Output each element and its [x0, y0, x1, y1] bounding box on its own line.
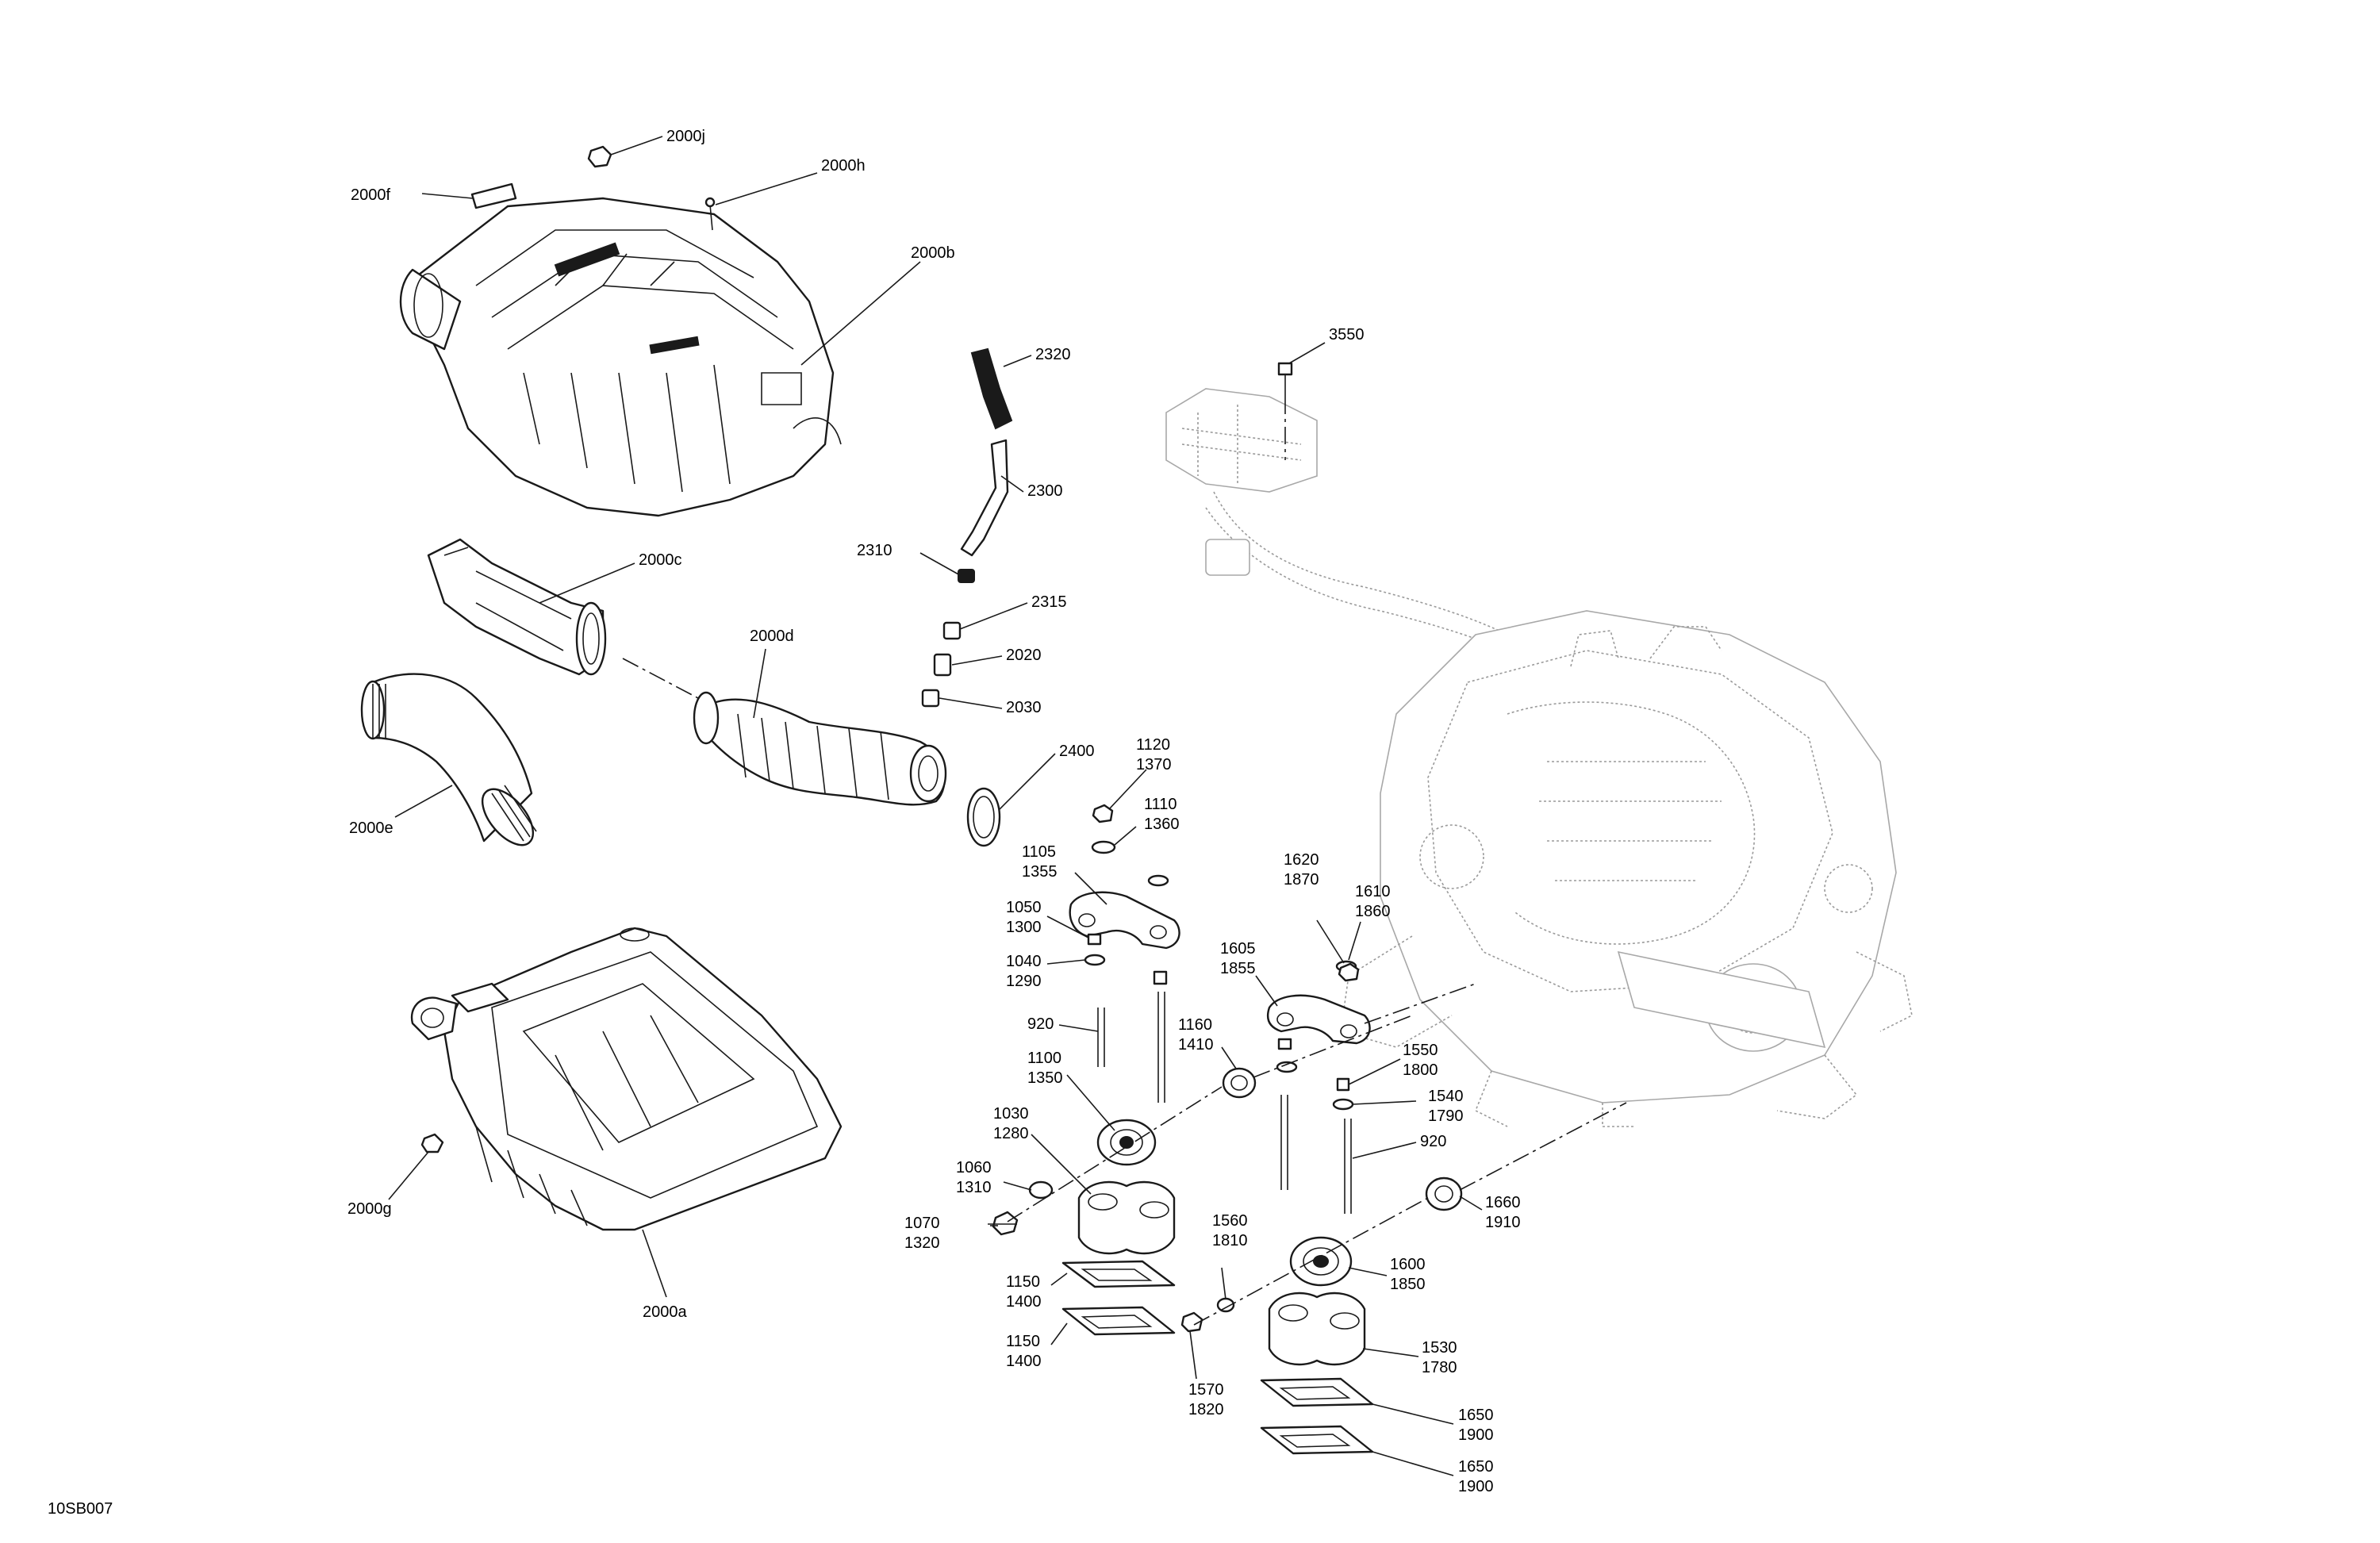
callout-3550: 3550 — [1329, 326, 1365, 344]
air-duct-2000c — [427, 538, 607, 676]
fitting-2315 — [942, 621, 962, 640]
lower-manifold-2000a — [410, 927, 843, 1231]
callout-1855: 1855 — [1220, 960, 1256, 977]
callout-1650-a: 1650 — [1458, 1407, 1494, 1424]
callout-1410: 1410 — [1178, 1036, 1214, 1054]
nut-2000j — [587, 145, 612, 168]
callout-2000b: 2000b — [911, 244, 955, 262]
callout-1290: 1290 — [1006, 973, 1042, 990]
callout-1850: 1850 — [1390, 1276, 1426, 1293]
callout-2000a: 2000a — [643, 1303, 687, 1321]
callout-1030: 1030 — [993, 1105, 1029, 1123]
engine-assembly-ghost — [1165, 388, 1913, 1127]
breather-tube-2300 — [960, 439, 1009, 557]
callout-2030: 2030 — [1006, 699, 1042, 716]
callout-2300: 2300 — [1027, 482, 1063, 500]
callout-1300: 1300 — [1006, 919, 1042, 936]
callout-1530: 1530 — [1422, 1339, 1457, 1357]
callout-1040: 1040 — [1006, 953, 1042, 970]
callout-1540: 1540 — [1428, 1088, 1464, 1105]
throttle-hose-2000d — [693, 691, 947, 806]
intake-hose-2000e — [360, 673, 537, 846]
callout-2000h: 2000h — [821, 157, 866, 175]
callout-1355: 1355 — [1022, 863, 1058, 881]
leader-lines — [388, 136, 1483, 1476]
breather-hose-2320 — [970, 347, 1013, 430]
callout-1160: 1160 — [1178, 1016, 1212, 1034]
callout-1900-a: 1900 — [1458, 1426, 1494, 1444]
callout-1370: 1370 — [1136, 756, 1172, 773]
callout-1280: 1280 — [993, 1125, 1029, 1142]
callout-1800: 1800 — [1403, 1061, 1438, 1079]
callout-1650-b: 1650 — [1458, 1458, 1494, 1476]
callout-1900-b: 1900 — [1458, 1478, 1494, 1495]
callout-2000d: 2000d — [750, 628, 794, 645]
mount-assembly-front — [988, 804, 1257, 1336]
callout-1790: 1790 — [1428, 1107, 1464, 1125]
clamp-2310 — [958, 569, 975, 583]
callout-1150-a: 1150 — [1006, 1273, 1040, 1291]
callout-920-rear: 920 — [1420, 1133, 1446, 1150]
bolt-2000h — [704, 197, 716, 231]
callout-1310: 1310 — [956, 1179, 992, 1196]
callout-labels: 2000j 2000h 2000f 2000b 2000c 2000d 2000… — [48, 128, 1521, 1518]
callout-2000c: 2000c — [639, 551, 682, 569]
callout-1100: 1100 — [1027, 1050, 1061, 1067]
callout-2320: 2320 — [1035, 346, 1071, 363]
callout-1050: 1050 — [1006, 899, 1042, 916]
callout-2310: 2310 — [857, 542, 892, 559]
callout-1660: 1660 — [1485, 1194, 1521, 1211]
callout-1810: 1810 — [1212, 1232, 1248, 1249]
bolt-3550 — [1277, 362, 1293, 397]
callout-2000j: 2000j — [666, 128, 705, 145]
callout-1870: 1870 — [1284, 871, 1319, 889]
callout-1070: 1070 — [904, 1215, 940, 1232]
nut-2000g — [420, 1133, 444, 1153]
hose-clamp-2400 — [966, 787, 1001, 847]
callout-2000g: 2000g — [347, 1200, 392, 1218]
callout-1550: 1550 — [1403, 1042, 1438, 1059]
callout-2000e: 2000e — [349, 819, 393, 837]
callout-2000f: 2000f — [351, 186, 390, 204]
fitting-2030 — [921, 689, 940, 708]
callout-1570: 1570 — [1188, 1381, 1224, 1399]
callout-1605: 1605 — [1220, 940, 1256, 958]
callout-2020: 2020 — [1006, 647, 1042, 664]
callout-1110: 1110 — [1144, 796, 1177, 813]
fitting-2020 — [933, 653, 952, 677]
diagram-code: 10SB007 — [48, 1500, 113, 1518]
callout-1560: 1560 — [1212, 1212, 1248, 1230]
callout-1400-a: 1400 — [1006, 1293, 1042, 1311]
callout-1910: 1910 — [1485, 1214, 1521, 1231]
callout-2315: 2315 — [1031, 593, 1067, 611]
callout-1105: 1105 — [1022, 843, 1056, 861]
assembly-axes — [622, 397, 1627, 1326]
callout-1060: 1060 — [956, 1159, 992, 1176]
callout-1860: 1860 — [1355, 903, 1391, 920]
callout-1350: 1350 — [1027, 1069, 1063, 1087]
label-plate-2000f — [470, 182, 517, 209]
callout-920-front: 920 — [1027, 1015, 1054, 1033]
callout-1780: 1780 — [1422, 1359, 1457, 1376]
callout-1620: 1620 — [1284, 851, 1319, 869]
callout-1150-b: 1150 — [1006, 1333, 1040, 1350]
callout-1120: 1120 — [1136, 736, 1170, 754]
callout-1820: 1820 — [1188, 1401, 1224, 1418]
callout-1320: 1320 — [904, 1234, 940, 1252]
callout-1400-b: 1400 — [1006, 1353, 1042, 1370]
intake-manifold-2000b — [399, 197, 842, 517]
callout-1360: 1360 — [1144, 816, 1180, 833]
mount-assembly-rear — [1260, 960, 1463, 1455]
callout-1600: 1600 — [1390, 1256, 1426, 1273]
callout-2400: 2400 — [1059, 743, 1095, 760]
callout-1610: 1610 — [1355, 883, 1391, 900]
